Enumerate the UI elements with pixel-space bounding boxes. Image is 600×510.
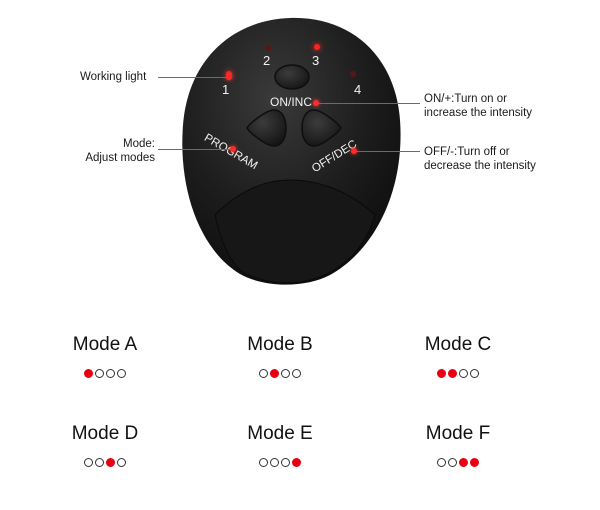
- indicator-light-2-off: [95, 458, 104, 467]
- mode-indicator: [45, 369, 165, 378]
- light-number-4: 4: [354, 82, 362, 97]
- mode-annotation: Mode: Adjust modes: [40, 137, 155, 165]
- mode-indicator: [398, 458, 518, 467]
- indicator-light-2-off: [270, 458, 279, 467]
- on-annotation-line1: ON/+:Turn on or: [424, 93, 507, 105]
- off-line: [354, 151, 420, 152]
- mode-indicator: [398, 369, 518, 378]
- mode-line: [158, 149, 234, 150]
- mode-name: Mode D: [71, 423, 139, 444]
- mode-dot: [230, 146, 236, 152]
- mode-f: Mode F: [398, 422, 518, 467]
- off-annotation-line1: OFF/-:Turn off or: [424, 146, 510, 158]
- off-annotation-line2: decrease the intensity: [424, 160, 536, 172]
- mode-b: Mode B: [220, 333, 340, 378]
- on-inc-label: ON/INC: [270, 95, 312, 109]
- indicator-light-2-on: [270, 369, 279, 378]
- left-button: [246, 109, 287, 147]
- indicator-light-2-off: [95, 369, 104, 378]
- top-oval-button: [274, 64, 310, 90]
- indicator-light-2-on: [448, 369, 457, 378]
- mode-indicator: [220, 458, 340, 467]
- indicator-light-1-on: [84, 369, 93, 378]
- mode-d: Mode D: [45, 422, 165, 467]
- mode-annotation-line2: Adjust modes: [85, 152, 155, 164]
- indicator-light-1-off: [437, 458, 446, 467]
- indicator-light-1-off: [84, 458, 93, 467]
- device-lower-lobe: [214, 179, 376, 284]
- light-number-2: 2: [263, 53, 271, 68]
- off-annotation: OFF/-:Turn off or decrease the intensity: [424, 145, 536, 173]
- mode-annotation-line1: Mode:: [123, 138, 155, 150]
- light-3: [314, 44, 320, 50]
- indicator-light-4-off: [117, 458, 126, 467]
- mode-a: Mode A: [45, 333, 165, 378]
- mode-indicator: [220, 369, 340, 378]
- mode-indicator: [45, 458, 165, 467]
- off-dot: [351, 148, 357, 154]
- right-button: [301, 109, 342, 147]
- mode-name: Mode E: [247, 423, 313, 444]
- indicator-light-4-off: [292, 369, 301, 378]
- light-number-3: 3: [312, 53, 320, 68]
- indicator-light-3-off: [281, 458, 290, 467]
- indicator-light-4-off: [470, 369, 479, 378]
- light-number-1: 1: [222, 82, 230, 97]
- indicator-light-4-on: [470, 458, 479, 467]
- indicator-light-1-off: [259, 369, 268, 378]
- mode-name: Mode A: [72, 334, 138, 355]
- mode-name: Mode F: [425, 423, 491, 444]
- mode-name: Mode C: [424, 334, 492, 355]
- mode-e: Mode E: [220, 422, 340, 467]
- indicator-light-3-off: [281, 369, 290, 378]
- working-light-line: [158, 77, 228, 78]
- on-annotation: ON/+:Turn on or increase the intensity: [424, 92, 532, 120]
- indicator-light-3-on: [459, 458, 468, 467]
- on-dot: [313, 100, 319, 106]
- indicator-light-2-off: [448, 458, 457, 467]
- mode-name: Mode B: [247, 334, 313, 355]
- light-2: [265, 45, 271, 51]
- indicator-light-3-off: [106, 369, 115, 378]
- device-illustration: [182, 17, 401, 285]
- working-light-label: Working light: [80, 71, 147, 83]
- indicator-light-4-on: [292, 458, 301, 467]
- indicator-light-4-off: [117, 369, 126, 378]
- working-light-dot: [226, 74, 232, 80]
- mode-c: Mode C: [398, 333, 518, 378]
- on-annotation-line2: increase the intensity: [424, 107, 533, 119]
- indicator-light-1-on: [437, 369, 446, 378]
- indicator-light-3-on: [106, 458, 115, 467]
- indicator-light-1-off: [259, 458, 268, 467]
- on-line: [316, 103, 420, 104]
- light-4: [350, 71, 356, 77]
- indicator-light-3-off: [459, 369, 468, 378]
